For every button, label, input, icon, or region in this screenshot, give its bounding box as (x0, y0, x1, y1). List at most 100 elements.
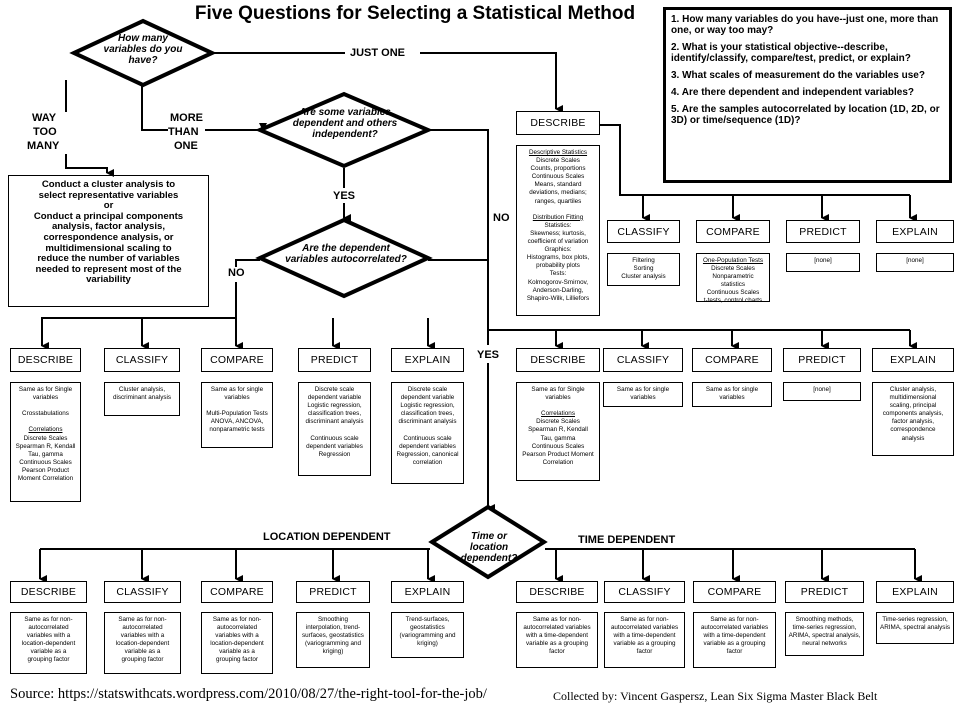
label-too: TOO (33, 126, 57, 138)
connector-line (600, 124, 910, 196)
detail-line: Discrete Scales (536, 157, 580, 165)
label-location-dependent: LOCATION DEPENDENT (263, 531, 391, 543)
detail-line: dependent variables (306, 442, 363, 450)
detail-line: grouping factor (27, 656, 70, 664)
time-explain-header: EXPLAIN (876, 581, 954, 603)
detail-line: Filtering (632, 257, 655, 264)
detail-line: factor (726, 648, 743, 656)
detail-line: Same as for non- (532, 616, 582, 623)
detail-line: Continuous Scales (706, 289, 760, 297)
detail-line: Same as for non- (620, 616, 669, 623)
detail-line: Same as for Single (531, 386, 585, 393)
label-no-autocorrelated: NO (228, 267, 245, 279)
detail-line: [none] (813, 386, 831, 393)
detail-line: factor (636, 648, 653, 656)
detail-line: autocorrelated (216, 624, 258, 632)
no-branch-describe-header: DESCRIBE (10, 348, 81, 372)
questions-box: 1. How many variables do you have--just … (663, 7, 952, 183)
no-branch-classify-details: Cluster analysis,discriminant analysis (104, 382, 180, 416)
label-yes-autocorrelated: YES (477, 349, 500, 361)
detail-line: variable as a grouping (703, 640, 766, 648)
detail-line: Cluster analysis, (118, 386, 166, 393)
detail-line: Same as for single (210, 386, 264, 393)
detail-line: multidimensional (889, 394, 937, 402)
detail-line: variable as a grouping (613, 640, 676, 648)
detail-line: Smoothing methods, (795, 616, 854, 623)
detail-line: dependent variable (400, 394, 455, 402)
detail-line: Trend-surfaces, (405, 616, 450, 623)
detail-line: One-Population Tests (702, 257, 764, 264)
single-explain-header: EXPLAIN (876, 220, 954, 243)
detail-line: Spearman R, Kendall (15, 442, 76, 450)
single-predict-details: [none] (786, 253, 860, 272)
detail-line: time-series regression, (792, 624, 857, 632)
detail-line: autocorrelated variables (610, 624, 679, 632)
detail-line: deviations, medians; (529, 189, 587, 197)
time-compare-header: COMPARE (693, 581, 776, 603)
detail-line: Logistic regression, (400, 402, 455, 410)
detail-line: Same as for single (705, 386, 759, 393)
connector-line (141, 80, 168, 131)
location-describe-header: DESCRIBE (10, 581, 87, 603)
detail-line (519, 206, 597, 214)
detail-line (204, 402, 270, 410)
detail-line: Kolmogorov-Smirnov, (527, 278, 589, 286)
connector-line (235, 259, 260, 267)
detail-line: factor analysis, (892, 418, 934, 426)
detail-line: Regression (318, 450, 351, 458)
detail-line: Regression, canonical (396, 450, 459, 458)
detail-line: scaling, principal (889, 402, 937, 410)
detail-line: correspondence (890, 426, 936, 434)
no-branch-classify-header: CLASSIFY (104, 348, 180, 372)
label-many: MANY (27, 140, 60, 152)
no-branch-compare-header: COMPARE (201, 348, 273, 372)
location-predict-header: PREDICT (296, 581, 370, 603)
multi-no-explain-header: EXPLAIN (872, 348, 954, 372)
detail-line: discriminant analysis (305, 418, 364, 426)
detail-line: Correlations (28, 426, 63, 434)
detail-line: Discrete scale (407, 386, 448, 393)
detail-line: [none] (814, 257, 832, 264)
detail-line: Tests: (549, 270, 567, 278)
arrow-way-too-many (65, 154, 114, 177)
detail-line: (variogramming and (305, 640, 361, 648)
detail-line: variables (224, 394, 250, 402)
detail-line: variables (545, 394, 571, 402)
detail-line: autocorrelated variables (700, 624, 769, 632)
detail-line: nonparametric tests (209, 426, 265, 434)
how-many-diamond (69, 18, 217, 88)
detail-line: Same as for non- (118, 616, 167, 623)
detail-line: geostatistics (410, 624, 445, 632)
diagram-title: Five Questions for Selecting a Statistic… (194, 3, 636, 24)
detail-line: correlation (412, 458, 443, 466)
detail-line: components analysis, (882, 410, 944, 418)
collected-footer: Collected by: Vincent Gaspersz, Lean Six… (553, 689, 878, 703)
detail-line: Counts, proportions (530, 165, 586, 173)
detail-line: Spearman R, Kendall (528, 426, 588, 434)
detail-line: classification trees, (400, 410, 455, 418)
label-more: MORE (170, 112, 203, 124)
detail-line: ANOVA, ANCOVA, (210, 418, 264, 426)
detail-line: Time-series regression, (882, 616, 948, 623)
question-3: 3. What scales of measurement do the var… (671, 70, 925, 81)
no-branch-predict-header: PREDICT (298, 348, 371, 372)
question-1: 1. How many variables do you have--just … (671, 14, 939, 36)
detail-line: Sorting (633, 265, 654, 273)
detail-line: Tau, gamma (540, 434, 576, 442)
time-location-diamond (428, 504, 548, 580)
detail-line: Same as for single (616, 386, 670, 393)
detail-line: Same as for non- (710, 616, 759, 623)
time-predict-details: Smoothing methods,time-series regression… (785, 612, 864, 656)
multi-no-compare-header: COMPARE (692, 348, 772, 372)
detail-line: ranges, quartiles (534, 197, 582, 205)
detail-line: coefficient of variation (527, 238, 589, 246)
detail-line: Continuous scale (403, 434, 452, 442)
decision-time-location: Time or location dependent? (460, 531, 518, 564)
detail-line: grouping factor (121, 656, 164, 664)
